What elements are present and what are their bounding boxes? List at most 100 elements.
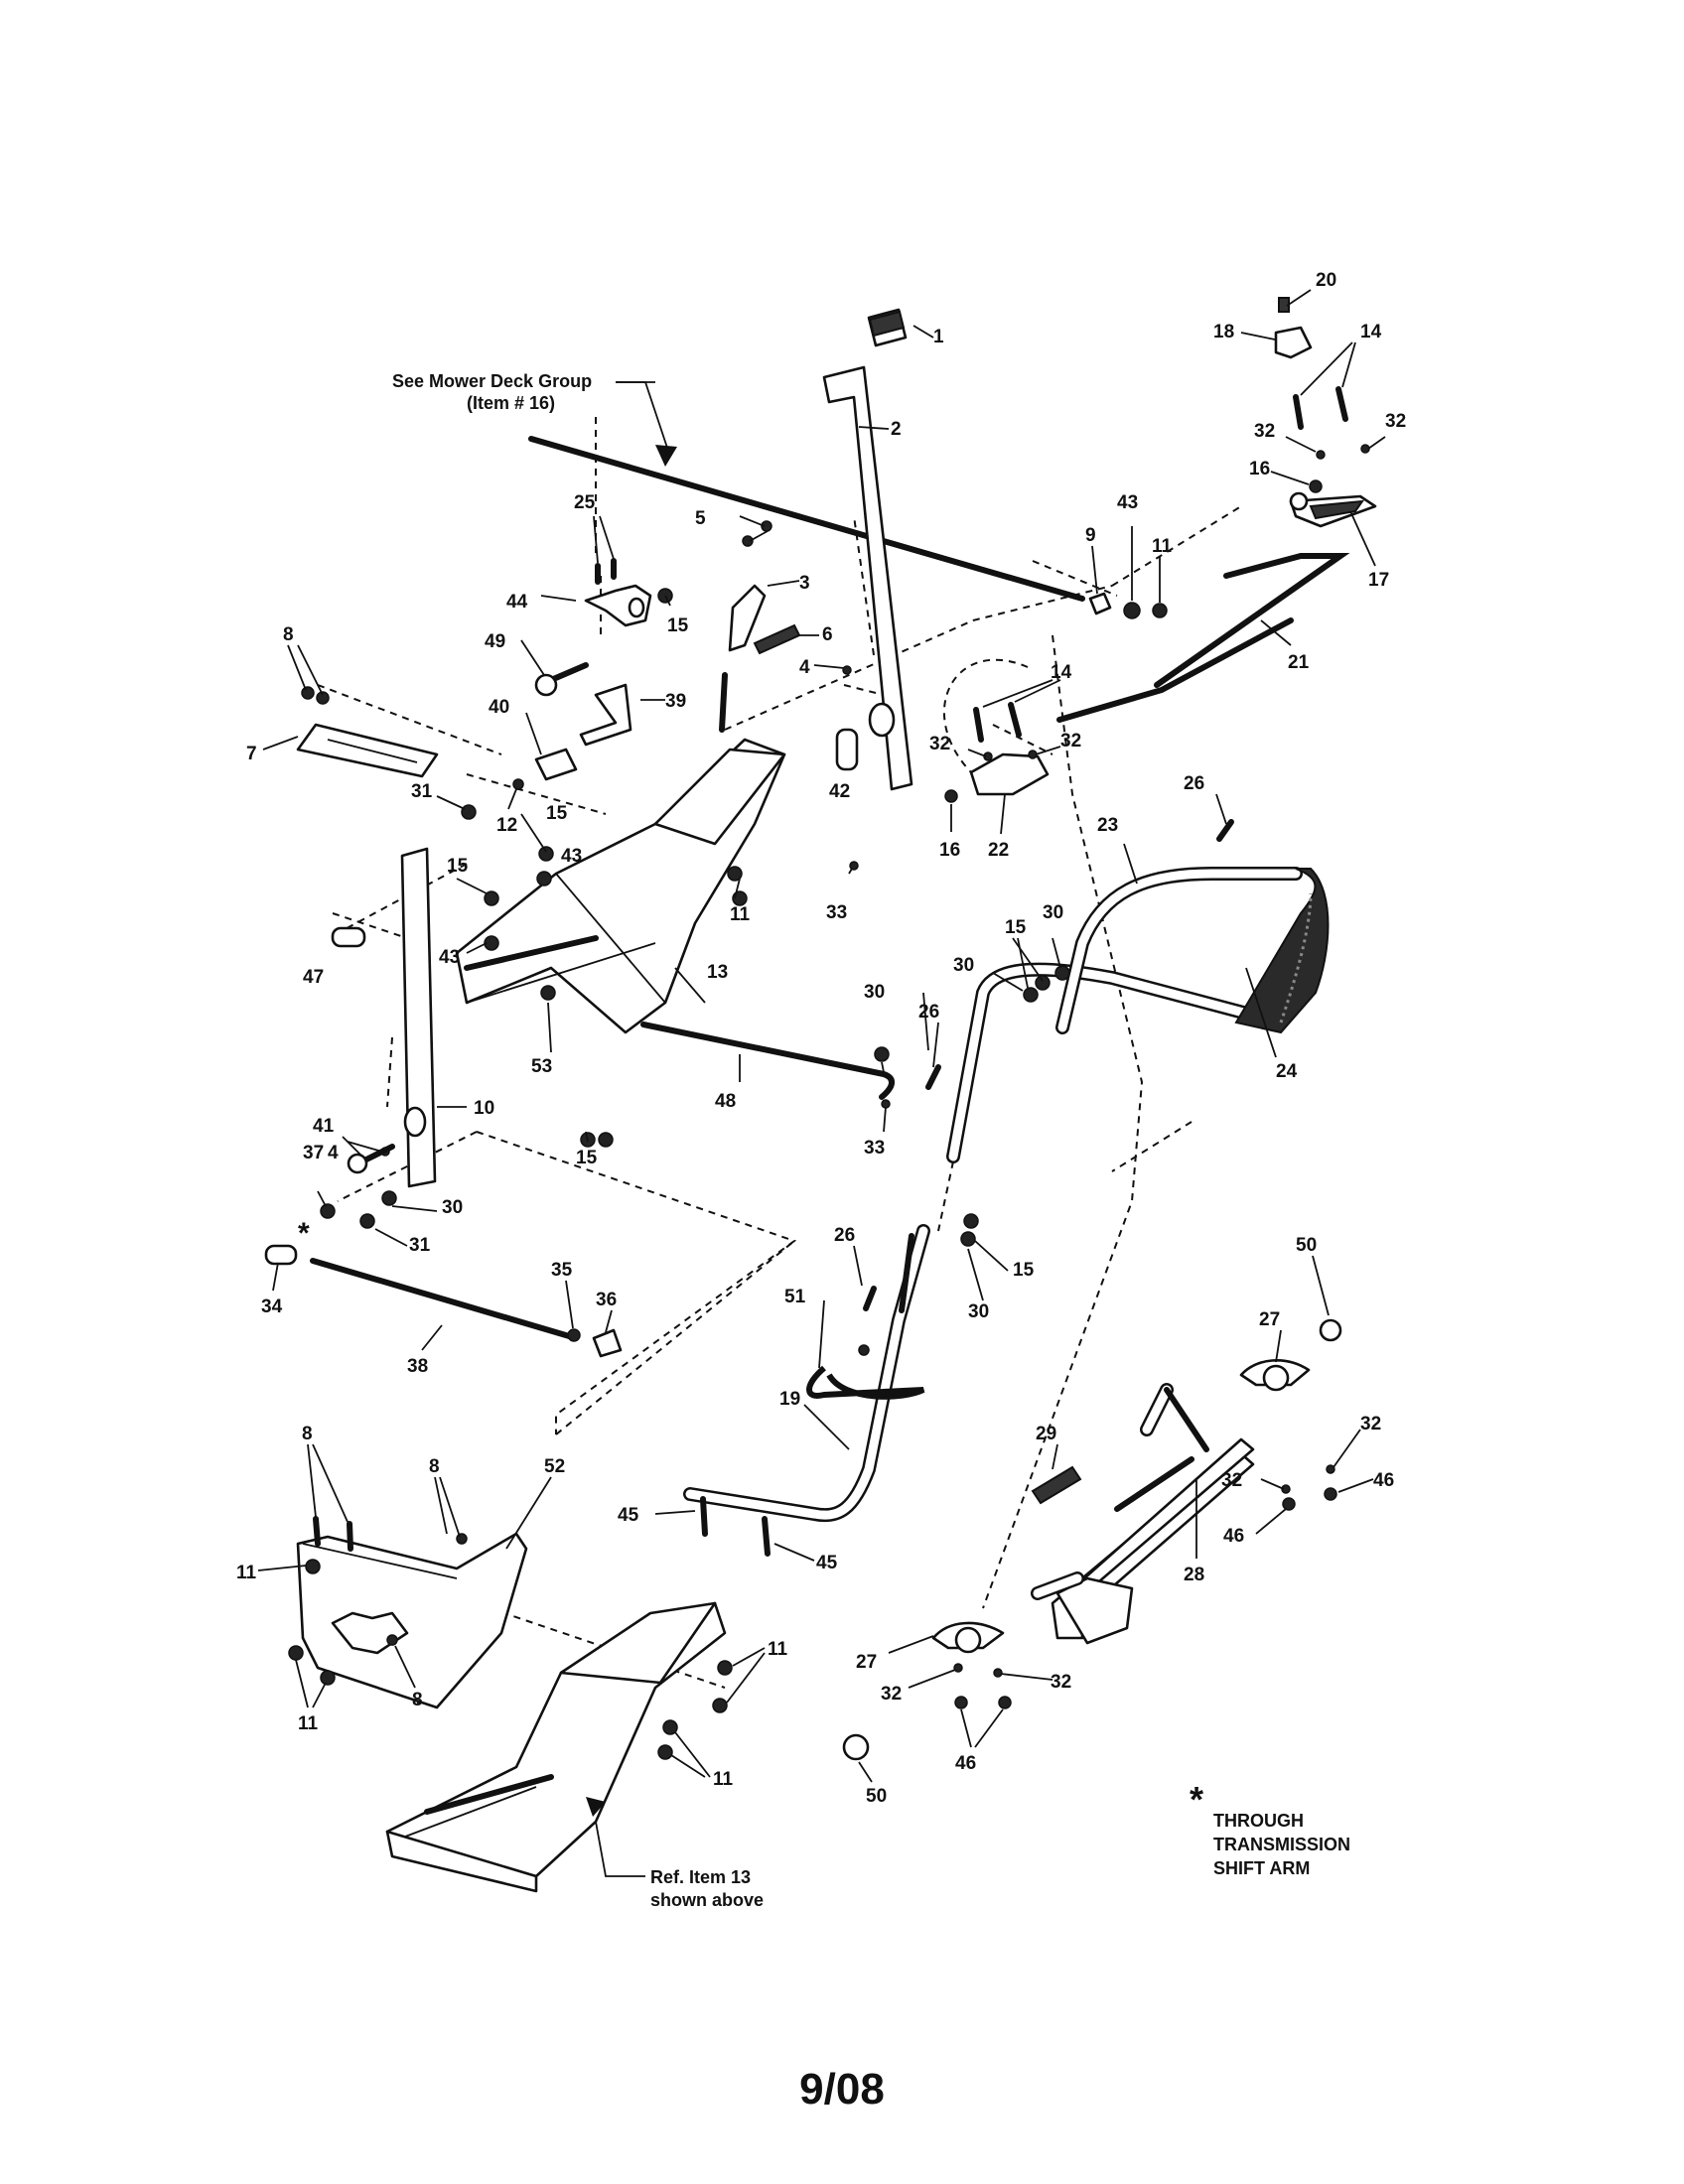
part-27-bearing-upper bbox=[1239, 1359, 1311, 1392]
part-47-bushing bbox=[331, 926, 366, 948]
part-23-steering-handle bbox=[946, 867, 1303, 1163]
label-part-26c: 26 bbox=[834, 1225, 855, 1246]
label-part-1: 1 bbox=[933, 327, 944, 347]
label-part-33b: 33 bbox=[864, 1138, 885, 1159]
part-14-screws-top bbox=[1293, 386, 1348, 430]
label-part-32e: 32 bbox=[1360, 1414, 1381, 1434]
label-part-8d: 8 bbox=[412, 1690, 423, 1710]
label-part-11a: 11 bbox=[1152, 536, 1173, 557]
label-part-49: 49 bbox=[485, 631, 505, 652]
part-1-pedal-pad bbox=[867, 308, 908, 347]
label-part-32g: 32 bbox=[881, 1684, 902, 1705]
part-25-screws bbox=[595, 558, 617, 585]
label-part-41: 41 bbox=[313, 1116, 335, 1137]
label-part-15f: 15 bbox=[1013, 1260, 1035, 1281]
part-9-trunnion bbox=[1088, 592, 1112, 615]
label-part-30c: 30 bbox=[953, 955, 974, 976]
label-part-21: 21 bbox=[1288, 652, 1310, 673]
label-part-40: 40 bbox=[489, 697, 509, 718]
label-part-45b: 45 bbox=[816, 1553, 838, 1573]
label-part-32d: 32 bbox=[1060, 731, 1081, 751]
part-19-shaft bbox=[683, 1224, 930, 1523]
label-part-31b: 31 bbox=[409, 1235, 431, 1256]
part-30-washers bbox=[381, 965, 1070, 1247]
part-51-strap bbox=[806, 1344, 925, 1400]
label-part-46a: 46 bbox=[1373, 1470, 1394, 1491]
part-7-plate bbox=[296, 723, 439, 778]
part-21-link-rod bbox=[1056, 553, 1350, 723]
leader-lines bbox=[257, 289, 1386, 1877]
label-part-44: 44 bbox=[506, 592, 528, 613]
label-part-32b: 32 bbox=[1385, 411, 1406, 432]
label-part-37: 37 bbox=[303, 1143, 324, 1163]
label-part-5: 5 bbox=[695, 508, 706, 529]
part-43-nuts bbox=[484, 602, 1141, 951]
part-8-bolts-lower bbox=[313, 1516, 468, 1646]
part-18-switch bbox=[1274, 326, 1313, 359]
part-42-bushing bbox=[835, 728, 859, 771]
transmission-note-line3: SHIFT ARM bbox=[1213, 1858, 1310, 1878]
label-part-43c: 43 bbox=[439, 947, 460, 968]
label-part-13: 13 bbox=[707, 962, 728, 983]
part-16-nuts bbox=[944, 479, 1323, 803]
label-part-53: 53 bbox=[531, 1056, 552, 1077]
part-39-bracket bbox=[579, 683, 632, 747]
part-14-screws-mid bbox=[973, 702, 1022, 743]
label-part-16a: 16 bbox=[1249, 459, 1270, 479]
part-49-bolt bbox=[534, 662, 589, 697]
deck-lift-rod bbox=[528, 436, 1085, 602]
part-41-bolt bbox=[347, 1144, 395, 1174]
reference-item-13-bracket bbox=[385, 1601, 727, 1893]
label-part-17: 17 bbox=[1368, 570, 1389, 591]
ref-note-line1: Ref. Item 13 bbox=[650, 1867, 751, 1887]
label-part-24: 24 bbox=[1276, 1061, 1298, 1082]
label-part-27a: 27 bbox=[1259, 1309, 1280, 1330]
label-part-15a: 15 bbox=[546, 803, 568, 824]
part-17-bracket bbox=[1289, 491, 1377, 528]
label-part-15c: 15 bbox=[667, 615, 689, 636]
label-part-26b: 26 bbox=[918, 1002, 939, 1023]
part-32-washers bbox=[953, 444, 1370, 1678]
label-part-30d: 30 bbox=[968, 1301, 989, 1322]
label-part-10: 10 bbox=[474, 1098, 494, 1119]
label-part-15e: 15 bbox=[1005, 917, 1027, 938]
label-part-34: 34 bbox=[261, 1297, 283, 1317]
label-part-46c: 46 bbox=[955, 1753, 976, 1774]
label-part-8a: 8 bbox=[283, 624, 294, 645]
label-part-32f: 32 bbox=[1221, 1470, 1242, 1491]
label-part-4b: 4 bbox=[328, 1143, 339, 1163]
parts: * bbox=[264, 297, 1377, 1893]
label-part-35: 35 bbox=[551, 1260, 573, 1281]
part-26-bolts bbox=[863, 819, 1234, 1311]
part-48-rod bbox=[640, 1022, 895, 1100]
label-part-27b: 27 bbox=[856, 1652, 877, 1673]
transmission-note-line2: TRANSMISSION bbox=[1213, 1835, 1350, 1854]
part-45-bolts bbox=[700, 1496, 771, 1557]
label-part-23: 23 bbox=[1097, 815, 1118, 836]
part-8-bolts bbox=[301, 686, 330, 705]
label-part-42: 42 bbox=[829, 781, 850, 802]
label-part-12: 12 bbox=[496, 815, 517, 836]
part-53-nut bbox=[540, 985, 556, 1001]
part-52-bracket bbox=[296, 1532, 528, 1709]
label-part-45a: 45 bbox=[618, 1505, 639, 1526]
label-part-30a: 30 bbox=[864, 982, 885, 1003]
label-part-14a: 14 bbox=[1360, 322, 1382, 342]
part-29-spacer bbox=[1031, 1465, 1082, 1505]
part-31-nuts bbox=[359, 804, 477, 1229]
label-part-48: 48 bbox=[715, 1091, 736, 1112]
part-50-nuts bbox=[842, 1318, 1342, 1761]
part-number-labels: 1 2 3 4 4 5 6 7 8 8 8 8 9 10 11 11 11 11… bbox=[236, 270, 1406, 1807]
mower-deck-note-line1: See Mower Deck Group bbox=[392, 371, 592, 391]
label-part-15b: 15 bbox=[447, 856, 469, 877]
label-part-26a: 26 bbox=[1184, 773, 1204, 794]
label-part-19: 19 bbox=[779, 1389, 800, 1410]
part-27-bearing-lower bbox=[931, 1621, 1005, 1654]
part-40-switch bbox=[534, 748, 578, 781]
part-38-rod bbox=[310, 1258, 579, 1341]
part-35-nut bbox=[567, 1328, 581, 1342]
label-part-2: 2 bbox=[891, 419, 902, 440]
label-part-51: 51 bbox=[784, 1287, 806, 1307]
label-part-29: 29 bbox=[1036, 1424, 1056, 1444]
